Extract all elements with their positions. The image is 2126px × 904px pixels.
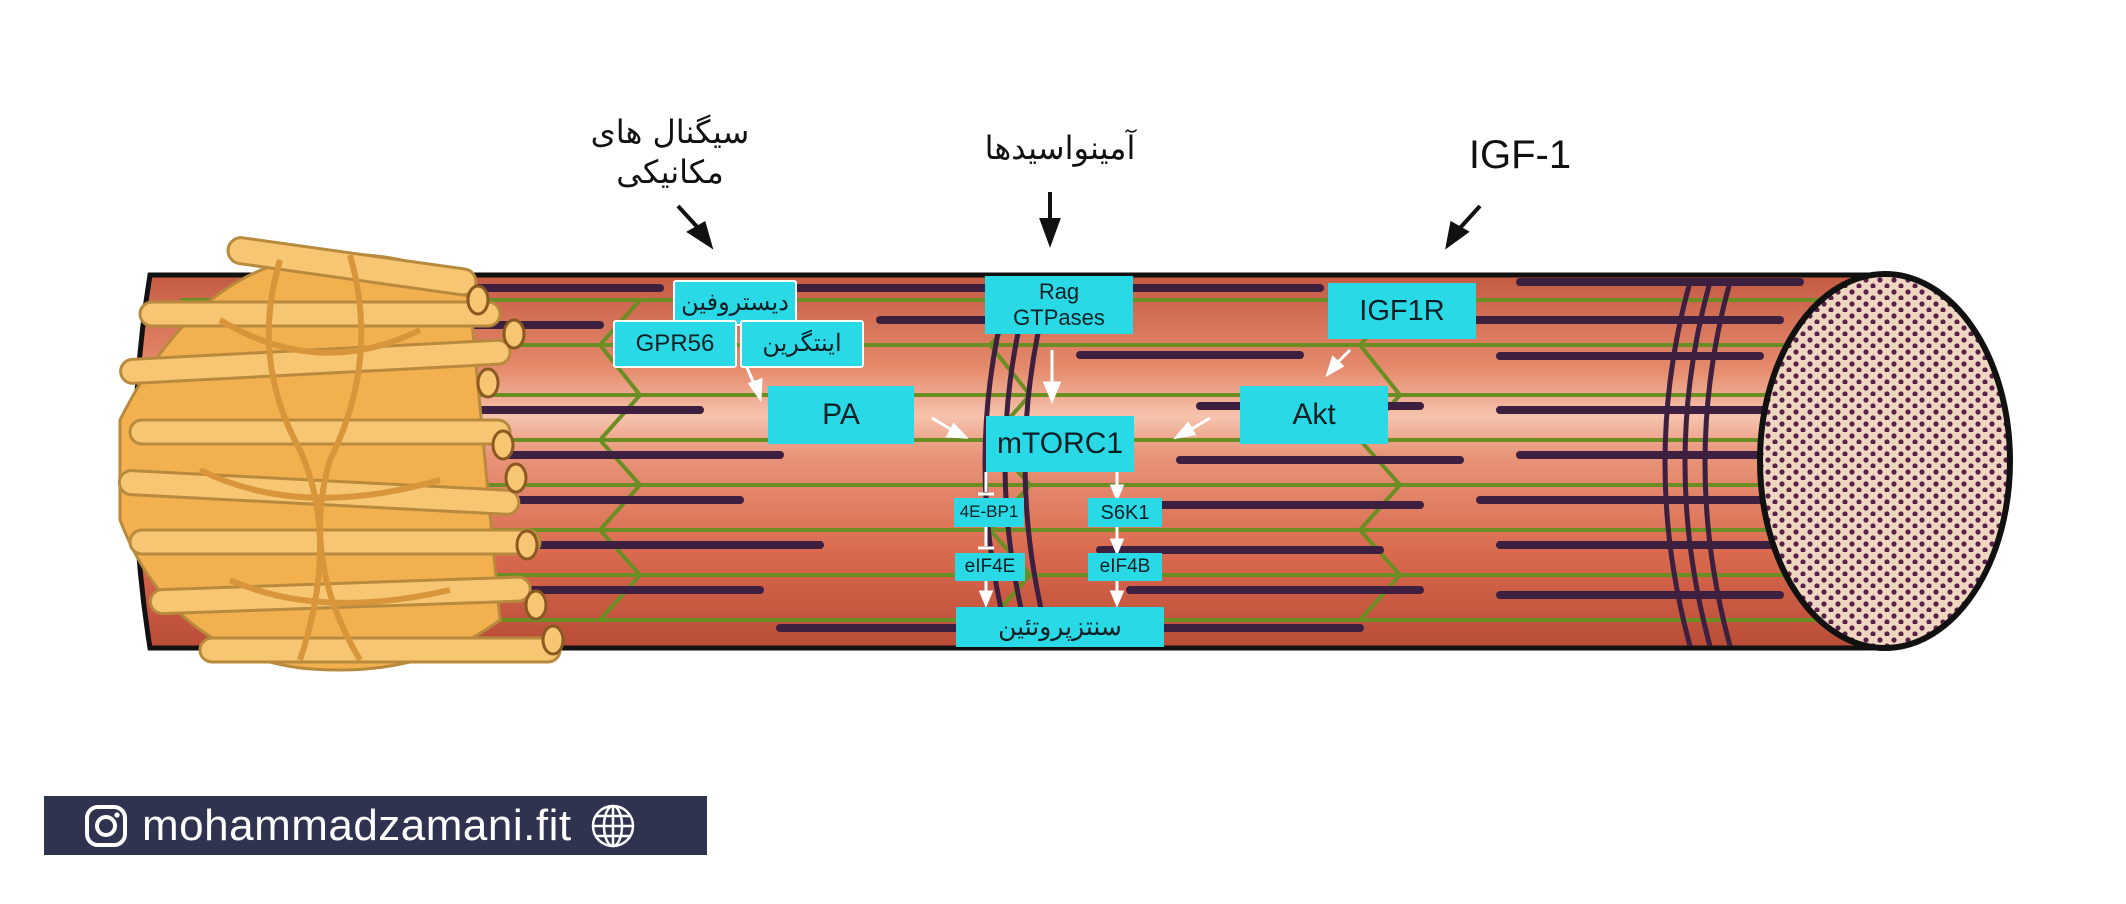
amino-arrow-head [1039, 218, 1061, 248]
protein-synthesis-box: سنتزپروتئین [956, 607, 1164, 647]
amino-acids-label: آمینواسیدها [984, 129, 1136, 167]
collagen-tubes [466, 284, 565, 656]
collagen-network [117, 236, 565, 672]
mechanical-signals-label: سیگنال های مکانیکی [590, 113, 750, 191]
globe-icon[interactable] [590, 803, 636, 849]
igf1-arrow-head [1445, 220, 1470, 250]
mtorc1-box: mTORC1 [986, 416, 1134, 472]
footer-badge: mohammadzamani.fit [44, 796, 707, 855]
instagram-icon[interactable] [84, 804, 128, 848]
pathway-arrows [743, 348, 1352, 608]
input-arrows [676, 192, 1482, 250]
footer-handle[interactable]: mohammadzamani.fit [142, 800, 572, 850]
dystrophin-box: دیستروفین [673, 280, 797, 326]
4e-bp1-box: 4E-BP1 [954, 498, 1024, 527]
gpr56-box: GPR56 [613, 320, 737, 368]
eif4e-box: eIF4E [955, 553, 1025, 581]
s6k1-box: S6K1 [1088, 498, 1162, 527]
pa-box: PA [768, 386, 914, 444]
rag-gtpases-box: Rag GTPases [985, 276, 1133, 334]
igf1r-box: IGF1R [1328, 283, 1476, 339]
akt-box: Akt [1240, 386, 1388, 444]
integrin-box: اینتگرین [740, 320, 864, 368]
mechanical-arrow-head [686, 220, 714, 250]
eif4b-box: eIF4B [1088, 553, 1162, 581]
igf1-label: IGF-1 [1468, 133, 1572, 177]
fiber-cross-section [1757, 271, 2013, 651]
